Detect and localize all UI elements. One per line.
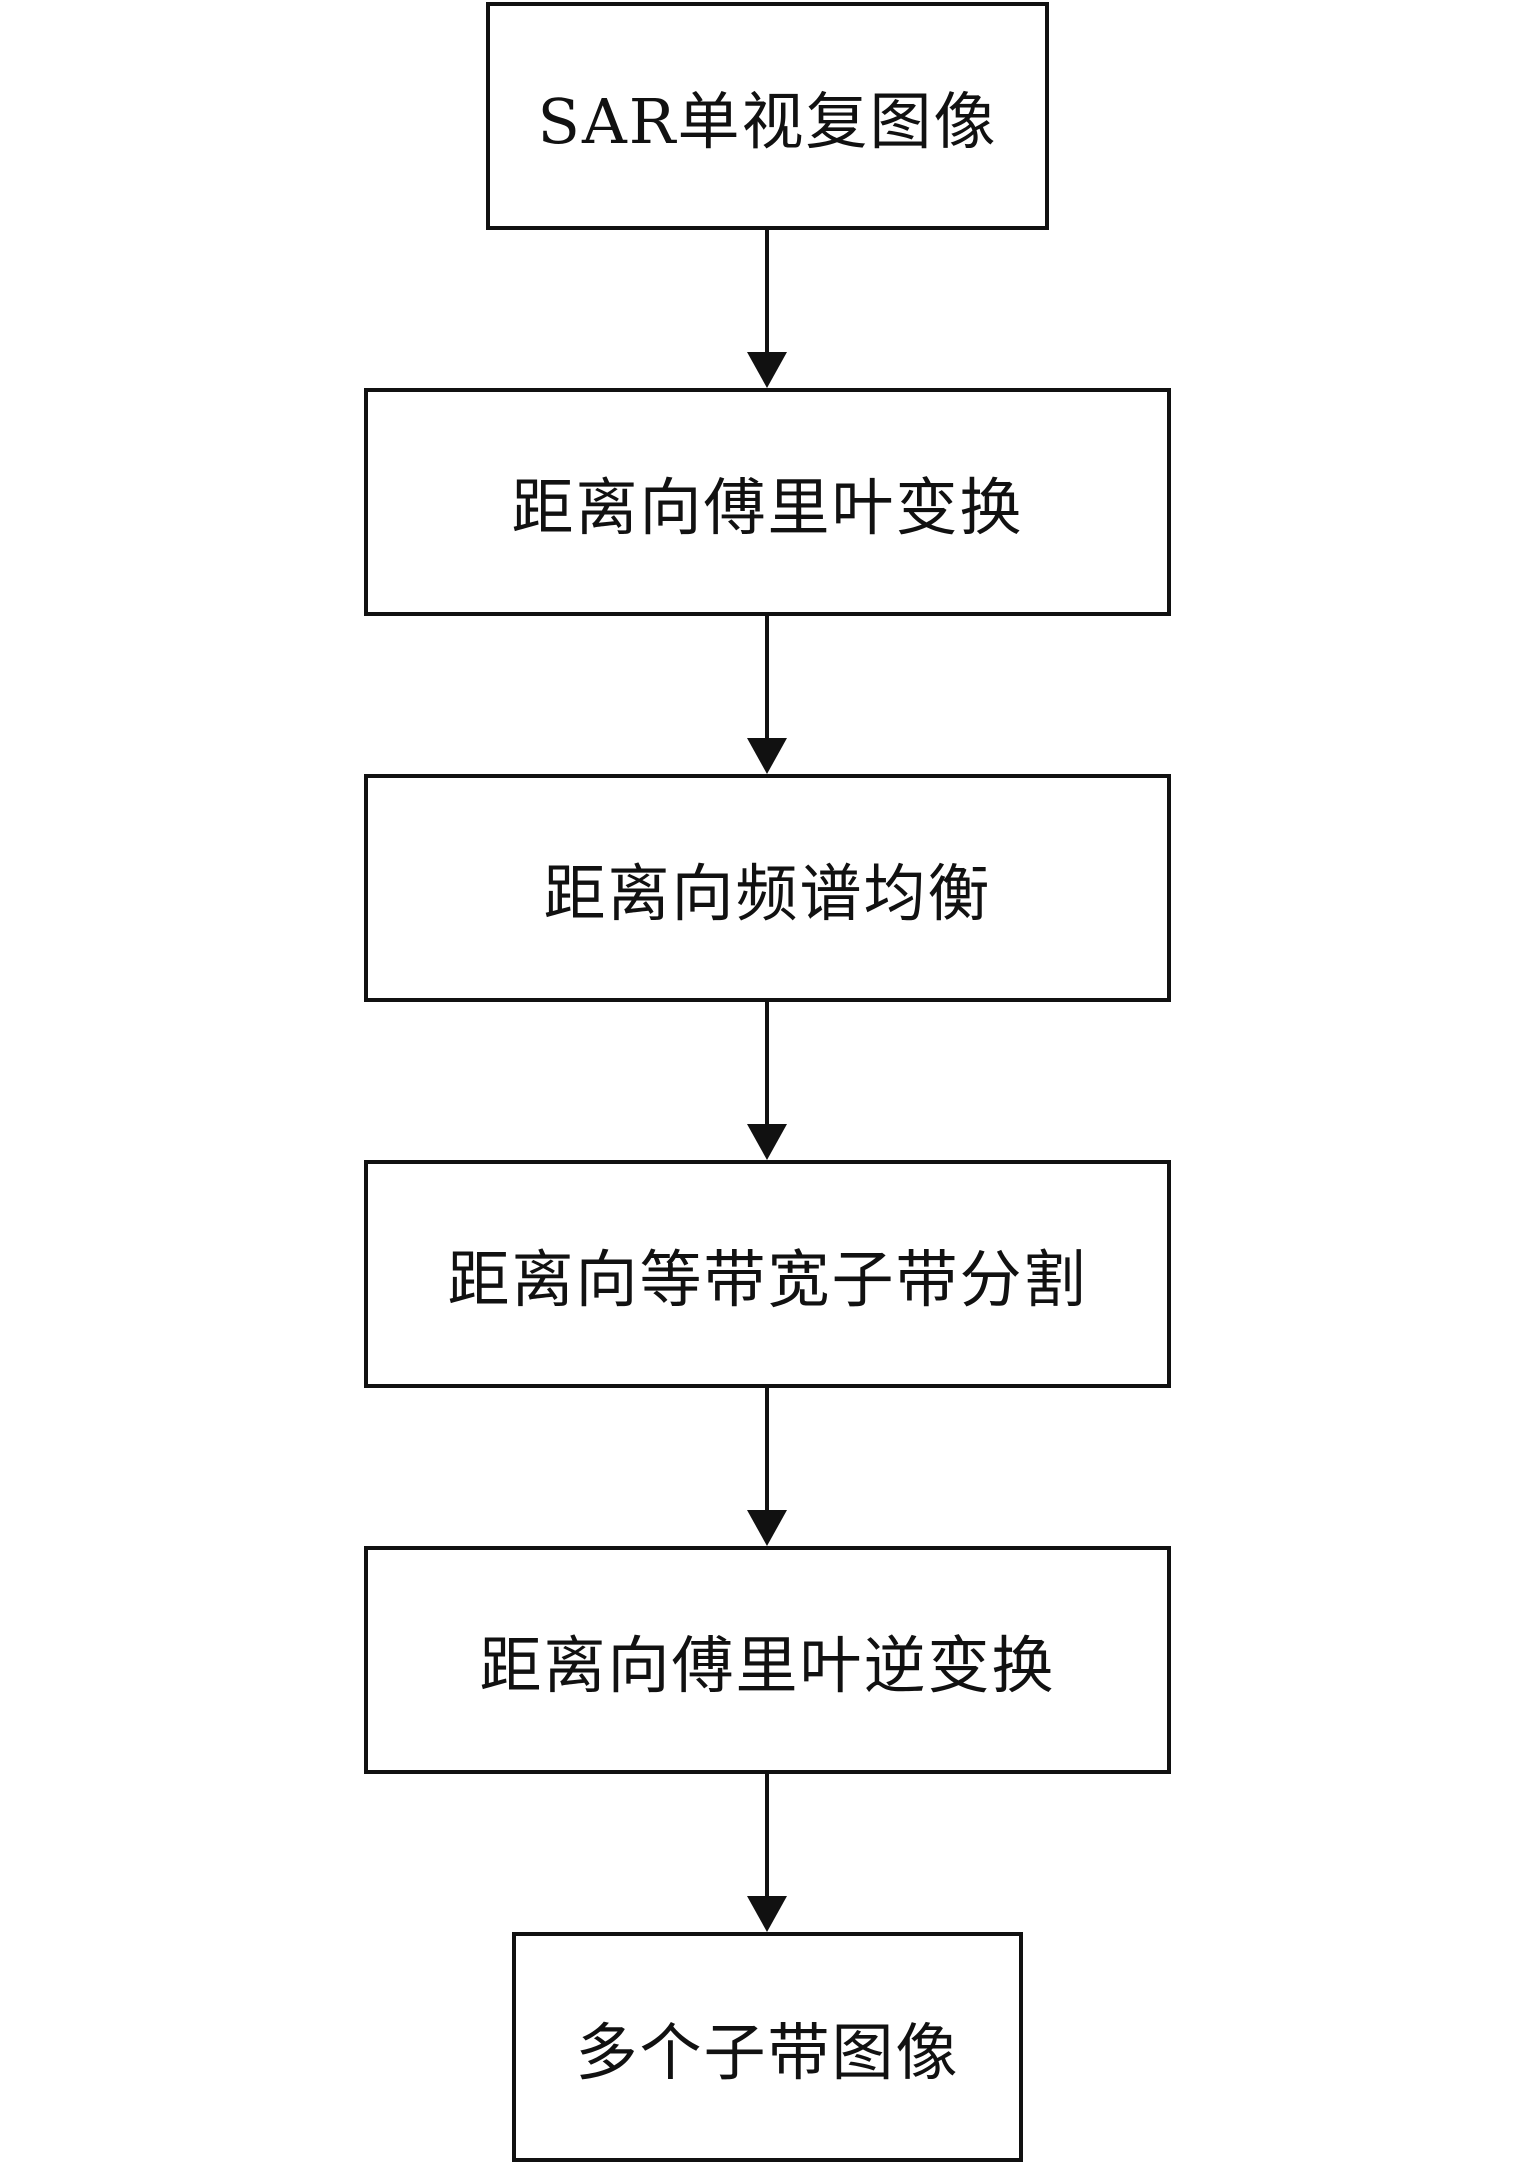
arrowhead-5-to-6 xyxy=(747,1896,787,1932)
step-range-ifft-label: 距离向傅里叶逆变换 xyxy=(479,1629,1056,1702)
arrowhead-4-to-5 xyxy=(747,1510,787,1546)
arrowhead-1-to-2 xyxy=(747,352,787,388)
step-range-fft-label: 距离向傅里叶变换 xyxy=(511,471,1024,544)
step-spectrum-equalization-box: 距离向频谱均衡 xyxy=(364,774,1171,1002)
step-spectrum-equalization-label: 距离向频谱均衡 xyxy=(543,857,992,930)
step-subband-split-label: 距离向等带宽子带分割 xyxy=(447,1243,1088,1316)
step-sar-input-label: SAR单视复图像 xyxy=(537,85,998,158)
arrowhead-3-to-4 xyxy=(747,1124,787,1160)
step-subband-images-label: 多个子带图像 xyxy=(575,2016,960,2089)
step-range-fft-box: 距离向傅里叶变换 xyxy=(364,388,1171,616)
step-subband-split-box: 距离向等带宽子带分割 xyxy=(364,1160,1171,1388)
arrowhead-2-to-3 xyxy=(747,738,787,774)
step-range-ifft-box: 距离向傅里叶逆变换 xyxy=(364,1546,1171,1774)
step-sar-input-box: SAR单视复图像 xyxy=(486,2,1049,230)
step-subband-images-box: 多个子带图像 xyxy=(512,1932,1023,2162)
